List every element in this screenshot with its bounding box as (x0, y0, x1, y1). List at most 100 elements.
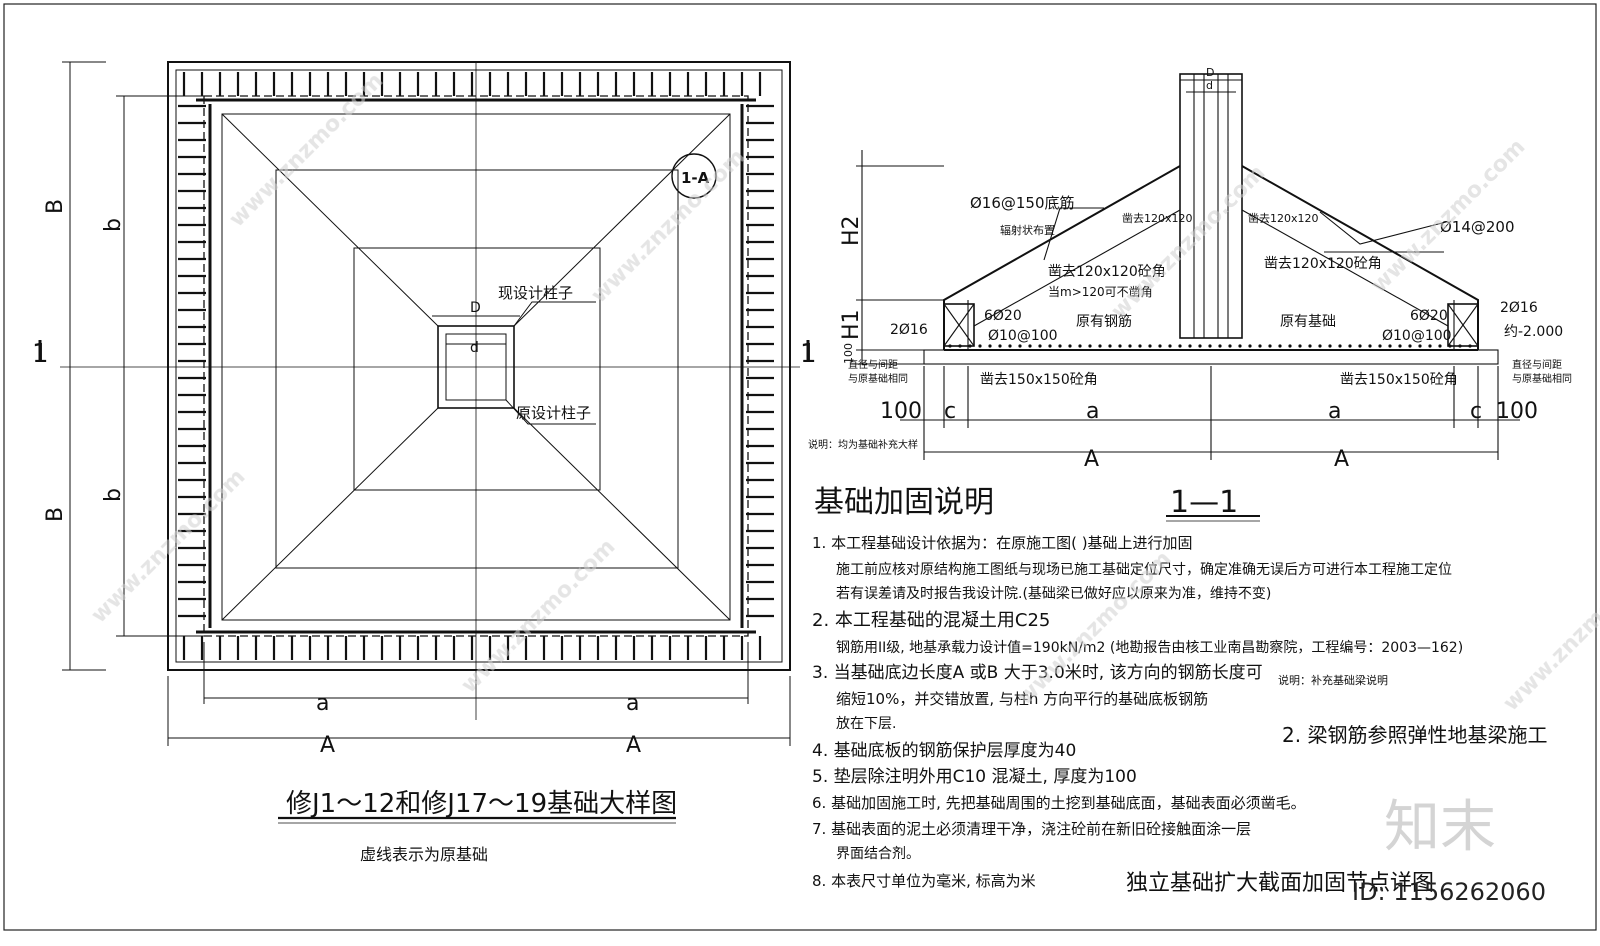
bar-dot (1288, 344, 1292, 348)
watermark-site-2: www.znzmo.com (587, 144, 751, 308)
lbl-radial: 辐射状布置 (1000, 223, 1055, 237)
notes-list: 1. 本工程基础设计依据为：在原施工图( )基础上进行加固施工前应核对原结构施工… (812, 534, 1463, 890)
bar-dot (1088, 344, 1092, 348)
plan-text: B B b b a a A A 1 1 1-A D d 现设计柱子 原设计柱子 … (32, 169, 817, 864)
lbl-elevation: 约-2.000 (1504, 324, 1563, 340)
section-label-left: 1 (32, 339, 49, 369)
section-view (856, 73, 1520, 522)
bar-dot (988, 344, 992, 348)
lbl-2-right: 2Ø16 (1500, 300, 1538, 316)
bar-dot (1138, 344, 1142, 348)
note-item: 若有误差请及时报告我设计院.(基础梁已做好应以原来为准，维持不变) (836, 585, 1271, 602)
cushion-layer (923, 349, 1499, 365)
watermark-site-5: www.znzmo.com (457, 534, 621, 698)
column-d-label: d (470, 340, 479, 356)
lbl-dia-left: 直径与间距 (848, 358, 898, 371)
hip-line-bl (221, 407, 439, 621)
note-item: 8. 本表尺寸单位为毫米, 标高为米 (812, 872, 1036, 890)
lbl-stirrup-right: Ø10@100 (1382, 328, 1452, 344)
sec-100-label: 100 (842, 343, 855, 364)
side-note: 2. 梁钢筋参照弹性地基梁施工 (1282, 723, 1547, 747)
bar-dot (1358, 344, 1362, 348)
note-item: 6. 基础加固施工时, 先把基础周围的土挖到基础底面，基础表面必须凿毛。 (812, 794, 1306, 812)
bar-dot (1428, 344, 1432, 348)
lbl-dia-right2: 与原基础相同 (1512, 372, 1572, 385)
dim-A-label-left: A (320, 733, 335, 758)
section-title: 1—1 (1170, 485, 1238, 520)
note-item: 缩短10%，并交错放置, 与柱h 方向平行的基础底板钢筋 (836, 690, 1208, 708)
bar-dot (1348, 344, 1352, 348)
lbl-note-m: 当m>120可不凿角 (1048, 285, 1153, 299)
lbl-6-right: 6Ø20 (1410, 308, 1448, 324)
bar-dot (1038, 344, 1042, 348)
bar-dot (1008, 344, 1012, 348)
bar-dot (1058, 344, 1062, 348)
bar-dot (1108, 344, 1112, 348)
sec-c-left: c (944, 399, 956, 424)
dim-B-label-top: B (43, 199, 68, 214)
hip-line-tl (221, 113, 439, 327)
sec-d-label: d (1206, 79, 1213, 92)
bar-dot (1238, 344, 1242, 348)
bar-dot (1118, 344, 1122, 348)
lbl-dia-right: 直径与间距 (1512, 358, 1562, 371)
detail-callout-circle (671, 153, 717, 199)
watermark-id: ID: 1156262060 (1352, 878, 1546, 906)
lbl-chisel-corner-left: 凿去120x120砼角 (1048, 264, 1166, 280)
bar-dot (1398, 344, 1402, 348)
rebar-bottom (182, 630, 762, 660)
rebar-right (740, 104, 774, 628)
sec-100-right: 100 (1496, 399, 1538, 424)
notes-block: 基础加固说明 1. 本工程基础设计依据为：在原施工图( )基础上进行加固施工前应… (812, 485, 1547, 896)
plan-subtitle: 虚线表示为原基础 (360, 845, 488, 864)
note-item: 放在下层. (836, 716, 896, 732)
bar-dot (1018, 344, 1022, 348)
sec-D-label: D (1206, 66, 1214, 79)
sec-a-right: a (1328, 399, 1341, 424)
bar-dot (1208, 344, 1212, 348)
sec-100-left: 100 (880, 399, 922, 424)
callout-label: 1-A (681, 169, 710, 187)
leader-old-column (505, 399, 596, 425)
sec-c-right: c (1470, 399, 1482, 424)
column-D-label: D (470, 300, 481, 316)
section-note: 说明：均为基础补充大样 (808, 438, 918, 451)
leader-new-column (513, 301, 596, 327)
note-item: 施工前应核对原结构施工图纸与现场已施工基础定位尺寸，确定准确无误后方可进行本工程… (836, 561, 1452, 578)
bar-dot (1248, 344, 1252, 348)
lbl-chisel-right: 凿去120x120 (1248, 212, 1319, 225)
lbl-chisel-corner-right: 凿去120x120砼角 (1264, 256, 1382, 272)
bar-dot (1028, 344, 1032, 348)
bar-dot (1338, 344, 1342, 348)
lbl-6-left: 6Ø20 (984, 308, 1022, 324)
bar-dot (1258, 344, 1262, 348)
plan-view (38, 61, 810, 824)
watermark-site-3: www.znzmo.com (1107, 160, 1271, 324)
drawing-border (3, 3, 1597, 931)
dim-a-label-right: a (626, 691, 639, 716)
bar-dot (1378, 344, 1382, 348)
side-note-label: 说明：补充基础梁说明 (1278, 673, 1388, 687)
orig-slope-left (973, 209, 1181, 327)
lbl-orig-found: 原有基础 (1280, 313, 1336, 330)
bar-dot (1278, 344, 1282, 348)
bar-dot (1188, 344, 1192, 348)
dim-a-label-left: a (316, 691, 329, 716)
section-text: D d H2 H1 100 100 c a a c 100 A A Ø16@15… (808, 66, 1572, 520)
plan-outer-boundary (167, 61, 791, 671)
bar-dot (998, 344, 1002, 348)
lbl-chisel-bottom-right: 凿去150x150砼角 (1340, 372, 1458, 388)
hip-line-tr (513, 113, 731, 327)
sec-H1-label: H1 (839, 309, 864, 340)
label-old-column: 原设计柱子 (516, 404, 591, 422)
bar-dot (1468, 344, 1472, 348)
bar-dot (1048, 344, 1052, 348)
dim-B-label-bottom: B (43, 507, 68, 522)
bar-dot (978, 344, 982, 348)
sec-a-left: a (1086, 399, 1099, 424)
lbl-rebar-bottom: Ø16@150底筋 (970, 194, 1075, 212)
bar-dot (1168, 344, 1172, 348)
bar-dot (1228, 344, 1232, 348)
